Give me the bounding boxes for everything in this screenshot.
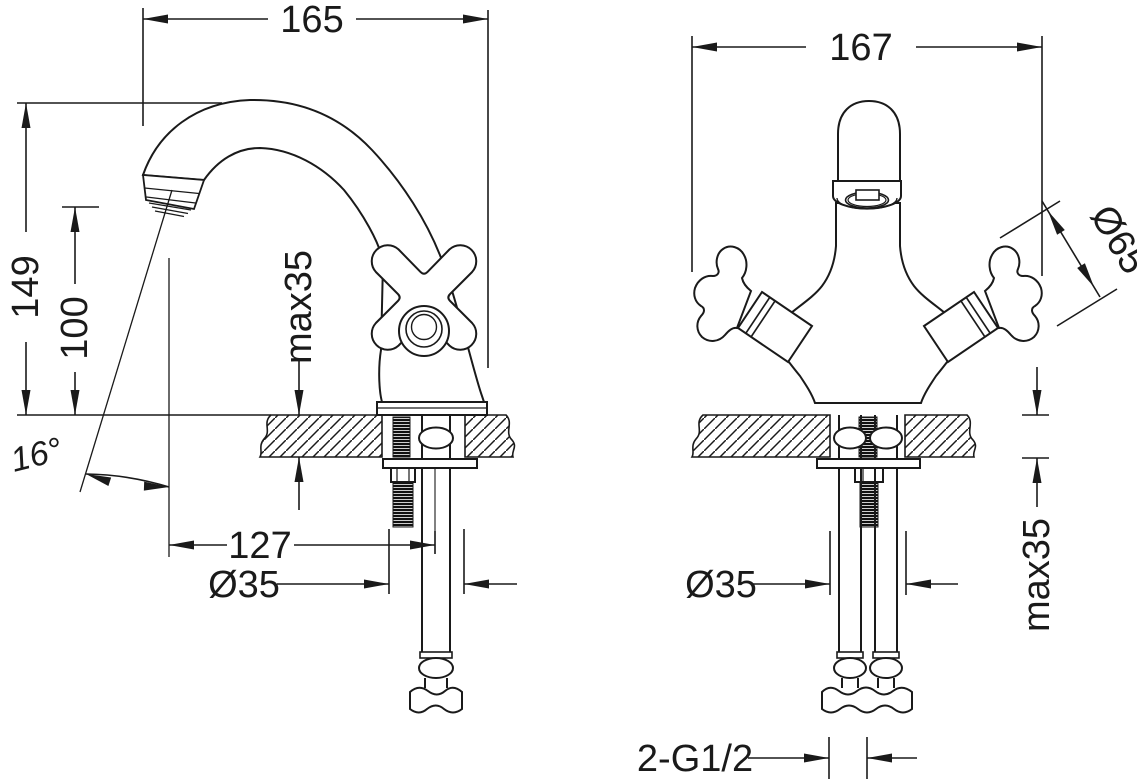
dim-front-thread: 2-G1/2: [637, 737, 917, 780]
dim-side-height: 149: [5, 102, 222, 415]
left-handle: [693, 245, 814, 364]
dim-front-deck-thickness: max35: [1016, 367, 1058, 632]
mounting-stud: [392, 416, 411, 458]
cross-handle: [370, 244, 478, 357]
dim-side-hole-diameter: Ø35: [208, 529, 517, 606]
left-cross-knob: [693, 245, 753, 342]
right-cross-knob: [983, 245, 1043, 342]
hose-nuts: [821, 686, 913, 714]
front-body: [774, 202, 962, 404]
dim-side-spout-height: 100: [54, 206, 99, 415]
svg-text:167: 167: [829, 27, 892, 69]
dim-front-hole-diameter: Ø35: [685, 531, 958, 606]
side-plumbing: [382, 415, 478, 714]
front-plumbing: [816, 415, 921, 714]
mounting-washer: [382, 458, 478, 469]
svg-text:100: 100: [54, 296, 96, 359]
svg-text:max35: max35: [1016, 518, 1058, 632]
dim-side-reach: 127: [169, 525, 436, 567]
dim-side-deck-thickness: max35: [278, 250, 320, 510]
svg-text:127: 127: [228, 525, 291, 567]
svg-text:2-G1/2: 2-G1/2: [637, 738, 753, 780]
hose-nut: [409, 686, 463, 714]
faucet-side-view: 165 149 100 max35: [5, 0, 517, 714]
svg-text:Ø35: Ø35: [685, 564, 757, 606]
faucet-front-view: 167 Ø65 max35 Ø: [637, 27, 1137, 780]
supply-hoses: [821, 468, 913, 714]
svg-text:Ø65: Ø65: [1082, 198, 1137, 281]
base-flange: [376, 401, 488, 416]
mounting-washer: [816, 458, 921, 469]
svg-text:16°: 16°: [7, 430, 66, 479]
svg-text:max35: max35: [278, 250, 320, 364]
svg-text:Ø35: Ø35: [208, 564, 280, 606]
svg-text:149: 149: [5, 255, 47, 318]
front-deck: [690, 414, 977, 458]
spout-dome: [832, 99, 902, 210]
threaded-rod: [392, 481, 414, 528]
dim-side-width: 165: [142, 0, 489, 368]
right-handle: [922, 245, 1043, 364]
svg-text:165: 165: [280, 0, 343, 41]
mounting-nut: [854, 467, 884, 483]
supply-hose: [409, 468, 463, 714]
angle-reference-slant: [79, 189, 173, 493]
mounting-nut: [390, 467, 416, 483]
aerator-tip: [141, 174, 206, 218]
side-deck: [17, 414, 516, 458]
handle-hub: [398, 305, 450, 357]
dim-front-width: 167: [691, 27, 1043, 276]
dim-side-angle: 16°: [7, 430, 170, 492]
